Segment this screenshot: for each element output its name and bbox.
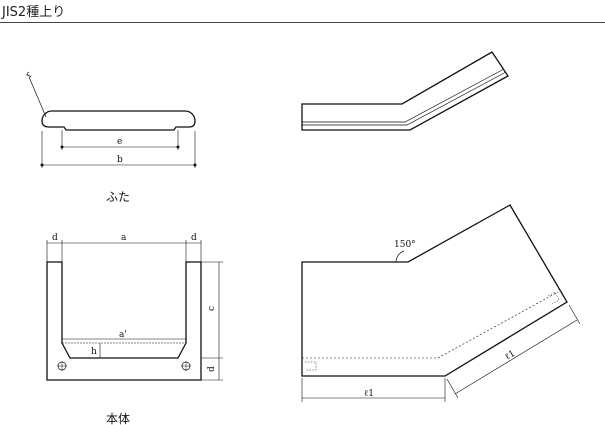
lid-side-inner-line-1 [302,68,505,123]
body-a-prime-label: a' [119,330,127,340]
body-side-corner-mark-left [305,361,317,371]
body-outline [46,261,202,381]
body-side-l1-slant-ext-top [568,304,581,325]
lid-e-label: e [117,137,122,147]
body-side-l1-slant-label: ℓ1 [503,349,517,363]
body-d-left-label: d [52,233,58,243]
lid-caption: ふた [106,190,130,204]
page-title: JIS2種上り [2,5,66,20]
lid-b-label: b [117,155,123,165]
lid-section: r e b ふた [24,70,197,204]
body-side-l1-slant-dim-line [454,319,578,395]
body-side-angle-arc [395,250,405,263]
body-side-corner-mark-right [547,291,560,305]
lid-e-tick-left [60,145,64,149]
body-side-l1-slant-ext-bot [446,378,459,399]
lid-side-inner-line-2 [302,71,507,126]
body-d-side-label: d [207,366,217,372]
body-h-label: h [91,347,97,357]
lid-side-view [301,51,509,131]
lid-r-label: r [24,70,35,79]
lid-b-tick-left [40,163,44,167]
title-underline [0,22,605,23]
body-c-label: c [207,306,217,311]
lid-side-outline [301,51,509,131]
lid-e-tick-right [176,145,180,149]
body-side-l1-bottom-label: ℓ1 [364,389,374,399]
lid-r-leader [28,76,47,118]
lid-b-tick-right [193,163,197,167]
body-side-outline [301,204,568,377]
body-side-angle-label: 150° [394,240,416,250]
body-side-view: 150° ℓ1 ℓ1 [301,204,581,402]
body-section: d a d a' h c d 本体 [46,233,223,425]
body-side-hidden-line [302,291,559,359]
lid-outline [41,110,196,131]
body-caption: 本体 [106,412,130,425]
body-d-right-label: d [191,233,197,243]
body-a-label: a [121,233,127,243]
